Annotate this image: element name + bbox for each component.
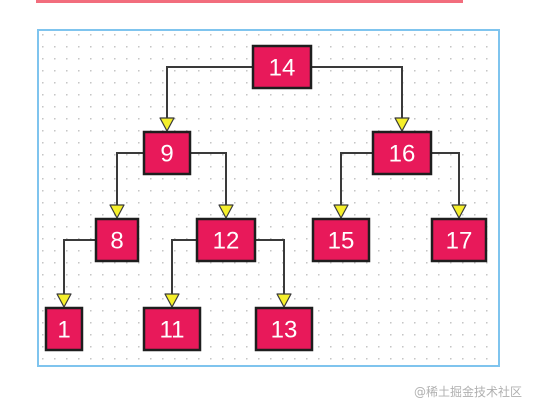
edge-9-to-8 [109,152,144,219]
node-box [142,306,202,352]
node-box [371,130,433,176]
arrowhead-icon [276,293,292,308]
tree-node-12: 12 [195,217,257,263]
arrowhead-icon [159,117,175,132]
node-box [44,306,84,352]
node-box [254,306,314,352]
edges-layer [56,66,467,308]
arrowhead-icon [164,293,180,308]
edge-12-to-13 [255,239,292,308]
node-label: 15 [328,228,355,255]
edge-line [431,152,460,205]
edge-16-to-17 [431,152,467,219]
edge-line [171,239,197,294]
tree-node-11: 11 [142,306,202,352]
edge-9-to-12 [190,152,234,219]
arrowhead-icon [109,204,125,219]
node-label: 8 [110,228,123,255]
edge-12-to-11 [164,239,197,308]
node-box [311,217,371,263]
edge-8-to-1 [56,239,96,308]
node-box [142,130,192,176]
node-label: 17 [446,228,473,255]
watermark-text: @稀土掘金技术社区 [413,385,522,399]
top-accent-bar [36,0,463,3]
arrowhead-icon [218,204,234,219]
arrowhead-icon [56,293,72,308]
node-label: 14 [269,55,296,82]
node-label: 1 [57,317,70,344]
arrowhead-icon [333,204,349,219]
node-label: 16 [389,141,416,168]
tree-node-16: 16 [371,130,433,176]
arrowhead-icon [394,117,410,132]
edge-14-to-9 [159,66,253,132]
arrowhead-icon [451,204,467,219]
edge-16-to-15 [333,152,373,219]
tree-node-9: 9 [142,130,192,176]
edge-line [311,66,403,118]
node-box [195,217,257,263]
edge-14-to-16 [311,66,410,132]
tree-node-15: 15 [311,217,371,263]
edge-line [190,152,227,205]
tree-node-17: 17 [430,217,488,263]
node-label: 12 [213,228,240,255]
edge-line [340,152,373,205]
node-box [94,217,140,263]
tree-node-14: 14 [251,44,313,90]
edge-line [63,239,96,294]
tree-node-8: 8 [94,217,140,263]
node-label: 13 [271,317,298,344]
tree-node-1: 1 [44,306,84,352]
edge-line [166,66,253,118]
node-label: 9 [160,141,173,168]
node-box [251,44,313,90]
node-label: 11 [160,317,185,344]
tree-node-13: 13 [254,306,314,352]
edge-line [116,152,144,205]
node-box [430,217,488,263]
edge-line [255,239,285,294]
